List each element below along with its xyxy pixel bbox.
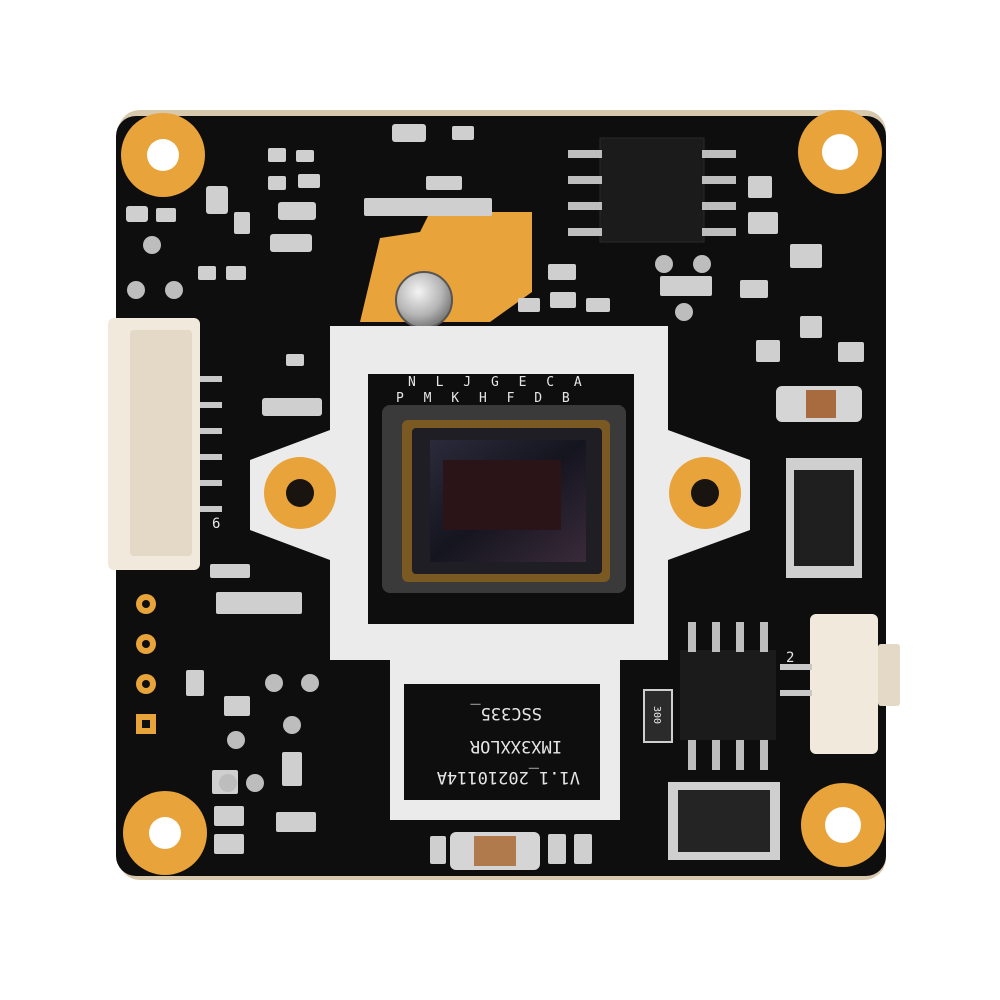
label-line-2: IMX3XXLOR (469, 736, 562, 756)
side-mount-pad-right (669, 457, 741, 529)
label-line-3: SSC335_ (470, 703, 542, 723)
pin-letters-top: N L J G E C A (408, 375, 588, 390)
board-label: V1.1_20210114A IMX3XXLOR SSC335_ (437, 703, 580, 787)
screw (395, 271, 453, 329)
inductor-right (786, 458, 862, 578)
label-line-1: V1.1_20210114A (437, 767, 580, 787)
capacitor-right (776, 386, 862, 422)
pin-letters-bottom: P M K H F D B (396, 391, 576, 406)
round-test-points (127, 236, 711, 792)
resistor-300 (643, 689, 673, 743)
connector-icon-left (108, 318, 222, 570)
capacitor-bottom (450, 832, 540, 870)
mount-hole-icon (121, 110, 885, 875)
connector-right-pin-label: 2 (786, 650, 794, 666)
diode-bottom (668, 782, 780, 860)
power-chip (680, 622, 776, 770)
connector-icon-right (780, 614, 900, 754)
connector-left-pin-label: 6 (212, 516, 220, 532)
image-sensor-icon (382, 405, 626, 593)
flash-chip (568, 137, 736, 243)
resistor-code-label: 300 (651, 706, 662, 724)
test-pads (136, 594, 156, 734)
side-mount-pad-left (264, 457, 336, 529)
